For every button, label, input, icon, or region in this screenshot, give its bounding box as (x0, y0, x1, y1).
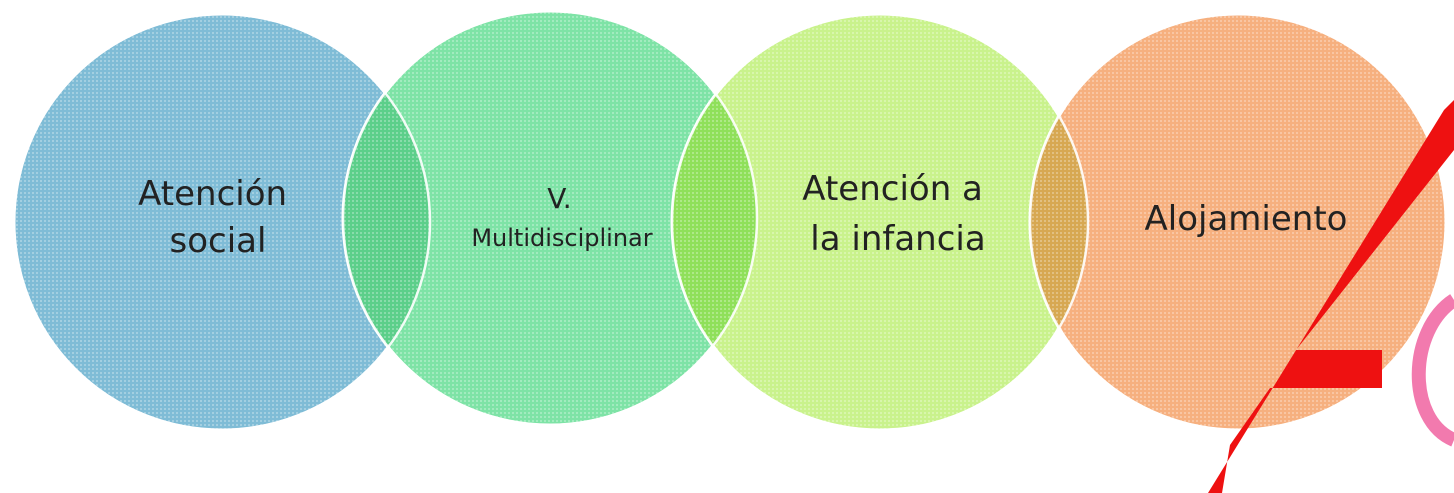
label-v-line: V. (547, 182, 571, 215)
label-multidisciplinar-line: Multidisciplinar (471, 224, 652, 252)
label-alojamiento: Alojamiento (1145, 199, 1348, 239)
label-atencion-social-line1: Atención (138, 174, 287, 214)
logo-red-diagonal (1208, 100, 1454, 493)
label-v-multidisciplinar: V. Multidisciplinar (471, 182, 652, 252)
logo-partial (1208, 100, 1454, 493)
logo-pink-arc (1411, 294, 1454, 447)
label-atencion-infancia-line1: Atención a (802, 169, 983, 209)
label-atencion-infancia-line2: la infancia (810, 219, 985, 259)
label-atencion-infancia: Atención a la infancia (802, 169, 993, 259)
label-atencion-social: Atención social (138, 174, 298, 261)
label-atencion-social-line2: social (170, 221, 267, 261)
